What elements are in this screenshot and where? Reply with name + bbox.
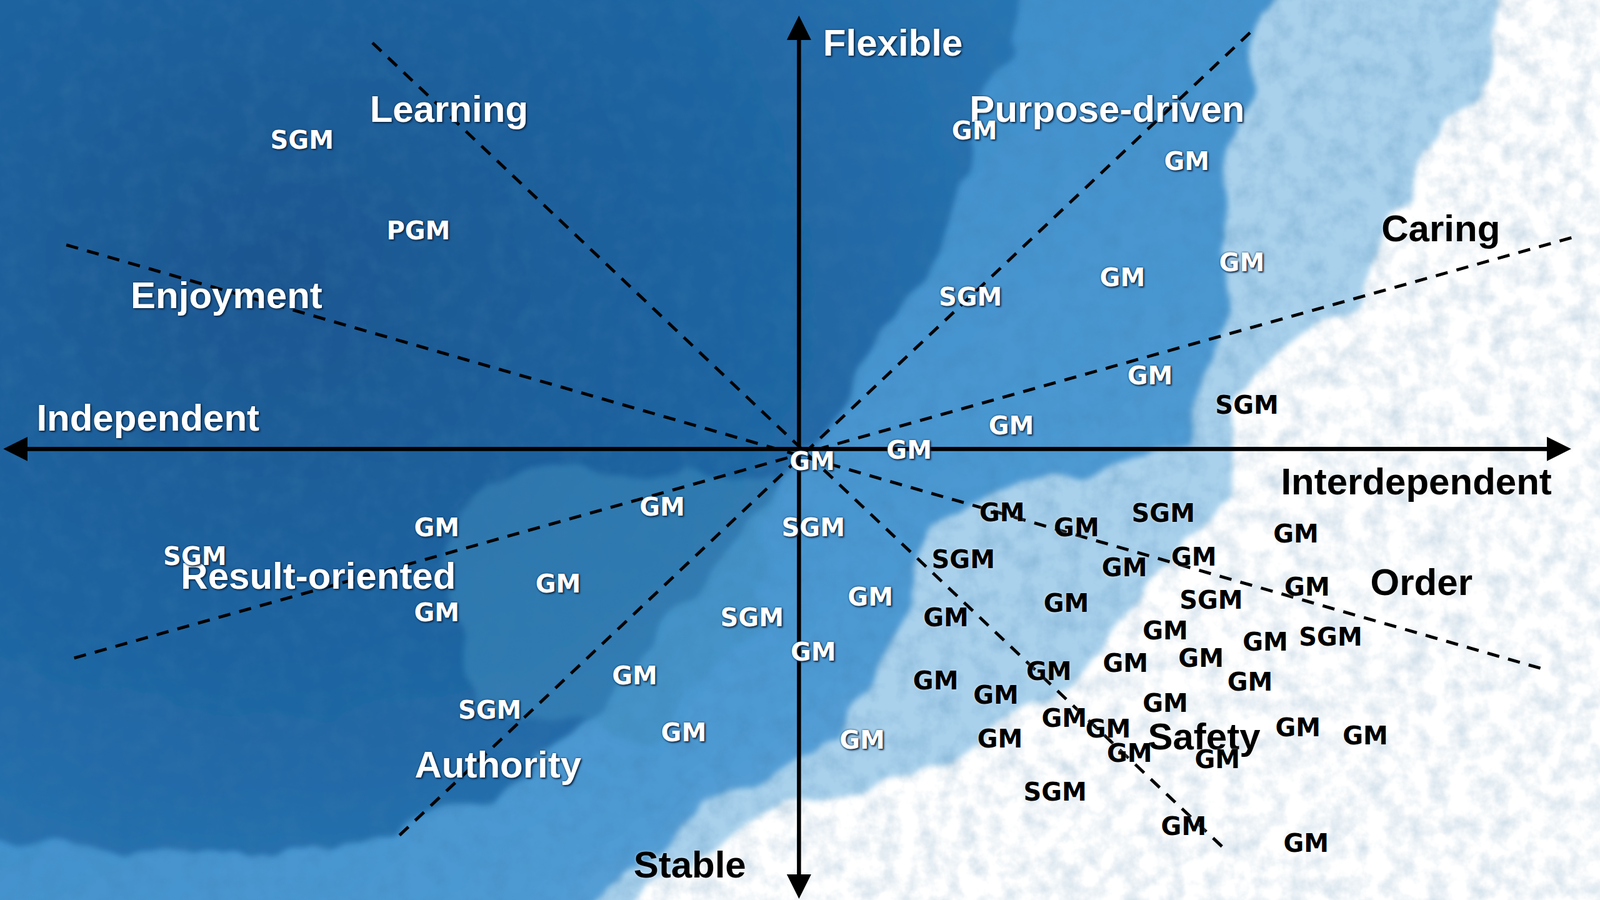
role-marker: GM (1178, 645, 1224, 671)
role-marker: GM (1242, 629, 1289, 655)
dashed-divider (398, 32, 1250, 837)
axis-label: Order (1370, 563, 1473, 602)
role-marker: GM (535, 571, 582, 597)
axis-label: Interdependent (1280, 463, 1552, 501)
role-marker: GM (1161, 813, 1207, 839)
role-marker: GM (661, 720, 707, 745)
role-marker: SGM (938, 284, 1002, 310)
axis-label: Stable (633, 846, 747, 884)
role-marker: GM (1219, 250, 1265, 275)
axis-label: Flexible (823, 24, 963, 62)
role-marker: GM (1142, 618, 1189, 644)
role-marker: PGM (386, 218, 450, 244)
role-marker: GM (1342, 723, 1389, 749)
role-marker: GM (1163, 148, 1210, 174)
role-marker: SGM (720, 605, 784, 630)
role-marker: GM (913, 668, 959, 694)
role-marker: GM (789, 448, 835, 474)
role-marker: GM (1127, 363, 1174, 389)
role-marker: GM (973, 682, 1019, 708)
role-marker: GM (979, 500, 1025, 525)
role-marker: GM (1275, 715, 1321, 740)
axis-label: Purpose-driven (969, 90, 1245, 129)
role-marker: SGM (781, 515, 845, 540)
role-marker: GM (413, 515, 460, 540)
role-marker: GM (1171, 544, 1217, 570)
role-marker: GM (847, 584, 894, 610)
role-marker: SGM (1179, 587, 1243, 613)
axis-label: Authority (414, 746, 582, 784)
axis-label: Caring (1381, 210, 1500, 248)
role-marker: GM (1106, 740, 1153, 766)
role-marker: GM (1227, 669, 1274, 695)
axis-label: Independent (36, 399, 260, 437)
horizontal-axis (8, 446, 1567, 452)
role-marker: GM (977, 726, 1024, 752)
role-marker: GM (1273, 521, 1319, 547)
role-marker: GM (413, 600, 460, 625)
octant-dividers (66, 32, 1572, 847)
axis-label: Enjoyment (130, 276, 323, 315)
role-marker: SGM (1023, 779, 1087, 805)
role-marker: GM (988, 413, 1035, 439)
role-marker: GM (1053, 515, 1100, 540)
role-marker: GM (1142, 690, 1189, 716)
role-marker: GM (951, 118, 998, 144)
role-marker: GM (1043, 590, 1090, 616)
role-marker: GM (1283, 830, 1329, 856)
role-marker: GM (1194, 746, 1240, 772)
role-marker: SGM (931, 546, 995, 572)
role-marker: GM (639, 494, 685, 520)
role-marker: GM (1085, 716, 1132, 742)
role-marker: GM (923, 605, 969, 630)
role-marker: GM (1284, 574, 1330, 600)
role-marker: GM (790, 639, 837, 665)
role-marker: SGM (1215, 392, 1279, 418)
role-marker: GM (1041, 705, 1088, 731)
role-marker: GM (1102, 650, 1149, 676)
role-marker: GM (1100, 265, 1146, 290)
role-marker: GM (839, 727, 885, 753)
role-marker: GM (886, 437, 932, 463)
role-marker: GM (1101, 555, 1148, 580)
axis-label: Learning (370, 90, 529, 129)
role-marker: SGM (270, 127, 334, 153)
role-marker: SGM (1298, 624, 1362, 650)
role-marker: GM (1026, 658, 1072, 684)
role-marker: GM (611, 663, 658, 689)
role-marker: SGM (458, 697, 522, 723)
role-marker: SGM (1131, 500, 1195, 526)
role-marker: SGM (163, 543, 227, 569)
